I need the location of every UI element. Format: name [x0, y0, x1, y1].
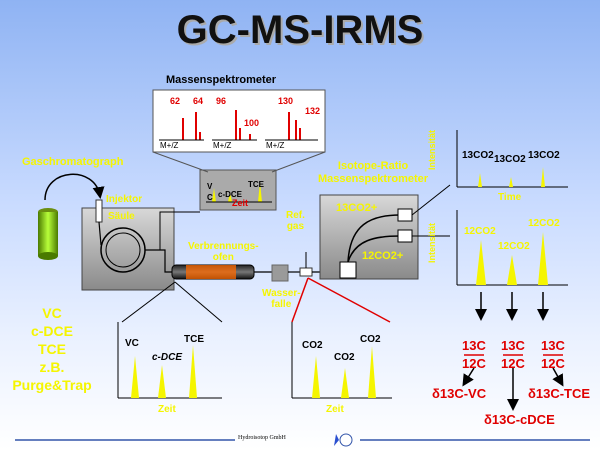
ratio-3-top: 13C [541, 338, 565, 353]
water-trap-label: Wasser- falle [262, 288, 301, 310]
ms-axis-1: M+/Z [160, 141, 179, 150]
bottom-chrom-peak-2: 12CO2 [498, 241, 530, 252]
top-chrom-peak-1: 13CO2 [462, 150, 494, 161]
gc-label: Gaschromatograph [22, 156, 124, 168]
intensity-label-2: Intensität [427, 222, 438, 264]
result-vc: δ13C-VC [432, 386, 487, 401]
mid-chrom-co2-3: CO2 [360, 334, 381, 345]
ratio-2-top: 13C [501, 338, 525, 353]
mid-chrom-co2-1: CO2 [302, 340, 323, 351]
intensity-label-1: Intensität [427, 129, 438, 171]
ms-axis-3: M+/Z [266, 141, 285, 150]
top-chrom-peak-2: 13CO2 [494, 154, 526, 165]
ms-title: Massenspektrometer [166, 74, 277, 86]
ms-peak-62: 62 [170, 96, 181, 106]
small-chrom-c: C [207, 193, 213, 202]
co2-44-label: 12CO2+ [362, 250, 404, 262]
sample-list: VC c-DCE TCE z.B. Purge&Trap [12, 304, 92, 394]
co2-45-label: 13CO2+ [336, 202, 378, 214]
mid-chrom-co2-2: CO2 [334, 352, 355, 363]
sample-list-item: VC [42, 305, 62, 321]
result-cdce: δ13C-cDCE [484, 412, 555, 427]
right-bottom-chrom [456, 210, 568, 286]
irms-label: Isotope-Ratio Massenspektrometer [318, 160, 429, 185]
mid-bottom-chrom [291, 322, 392, 399]
column-label: Säule [108, 211, 135, 222]
bottom-chrom-peak-3: 12CO2 [528, 218, 560, 229]
left-chrom-vc: VC [125, 338, 139, 349]
ms-peak-132: 132 [305, 106, 321, 116]
ion-source [339, 261, 357, 279]
small-chrom-tce: TCE [248, 180, 264, 189]
open-split [299, 267, 313, 277]
ms-peak-96: 96 [216, 96, 227, 106]
bottom-chrom-peak-1: 12CO2 [464, 226, 496, 237]
small-chrom-cdce: c-DCE [218, 190, 243, 199]
ratio-1-bottom: 12C [462, 356, 486, 371]
small-chrom-v: V [207, 182, 213, 191]
ms-peak-130: 130 [278, 96, 294, 106]
top-chrom-peak-3: 13CO2 [528, 150, 560, 161]
water-trap [271, 264, 289, 282]
ratio-2-bottom: 12C [501, 356, 525, 371]
sample-list-item: c-DCE [30, 323, 73, 339]
injector [95, 199, 103, 223]
right-top-chrom [456, 130, 568, 188]
left-bottom-chrom [117, 322, 222, 399]
ratio-1-top: 13C [462, 338, 486, 353]
left-chrom-tce: TCE [184, 334, 204, 345]
ms-peaks [182, 110, 301, 140]
oven-label: Verbrennungs- ofen [188, 241, 259, 263]
small-chrom-time: Zeit [232, 198, 249, 208]
left-chrom-time: Zeit [158, 404, 176, 415]
injector-label: Injektor [106, 194, 143, 205]
sample-list-item: TCE [38, 341, 66, 357]
time-label: Time [498, 192, 522, 203]
ratio-3-bottom: 12C [541, 356, 565, 371]
footer-label: Hydroisotop GmbH [238, 435, 286, 441]
sample-list-item: z.B. [39, 359, 65, 375]
mid-chrom-time: Zeit [326, 404, 344, 415]
result-tce: δ13C-TCE [528, 386, 591, 401]
ms-chromatogram-box [199, 169, 277, 211]
ms-peak-64: 64 [193, 96, 204, 106]
ref-gas-label: Ref. gas [286, 210, 305, 232]
left-chrom-cdce: c-DCE [152, 352, 183, 363]
sample-list-item: Purge&Trap [12, 377, 92, 393]
ms-peak-100: 100 [244, 118, 260, 128]
sample-vial [38, 212, 58, 256]
ms-axis-2: M+/Z [213, 141, 232, 150]
page-title: GC-MS-IRMS [176, 8, 424, 52]
